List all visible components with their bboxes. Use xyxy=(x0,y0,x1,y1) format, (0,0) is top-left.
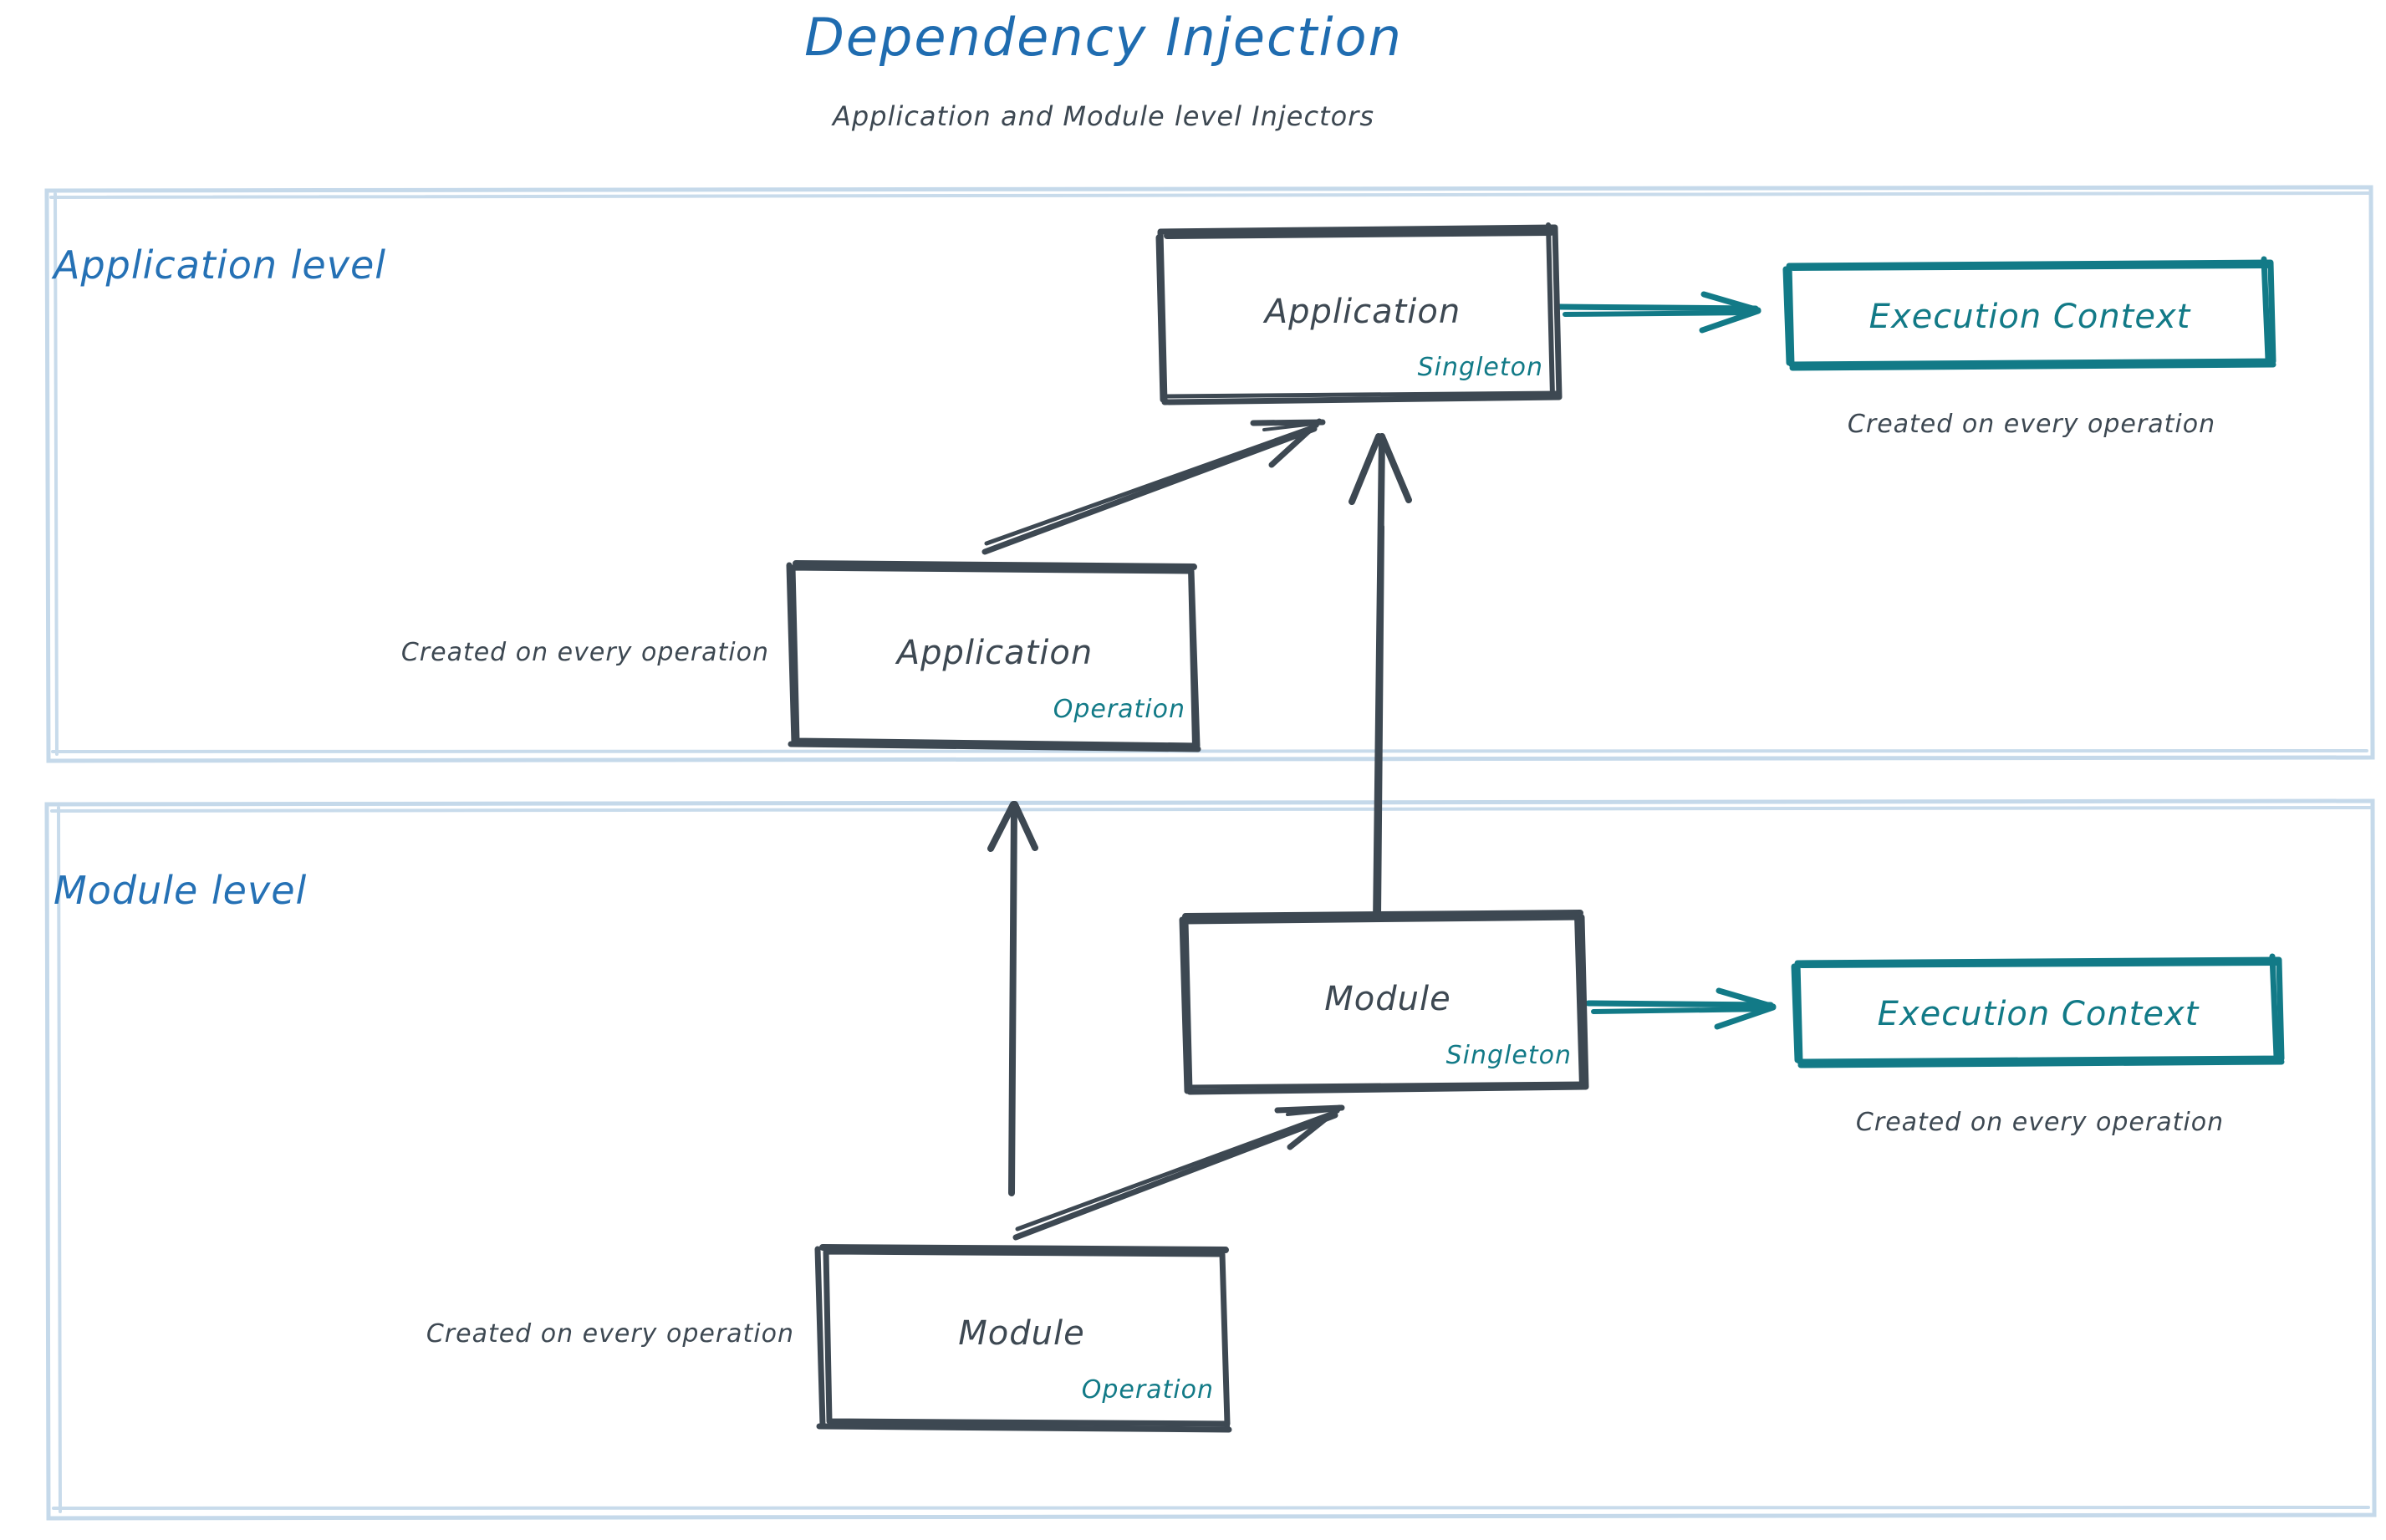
node-scope-application-operation: Operation xyxy=(1053,695,1185,724)
container-application-level xyxy=(44,185,2375,763)
edge-application-operation-to-application-singleton xyxy=(981,418,1326,555)
node-title-application-operation: Application xyxy=(896,634,1094,672)
edge-module-operation-to-application-operation xyxy=(987,801,1038,1196)
node-title-execution-context-application: Execution Context xyxy=(1869,298,2191,336)
node-box-application-singleton[interactable] xyxy=(1155,222,1563,405)
node-title-module-operation: Module xyxy=(958,1314,1085,1353)
node-title-module-singleton: Module xyxy=(1324,980,1451,1018)
node-box-module-operation[interactable] xyxy=(814,1244,1232,1433)
node-box-module-singleton[interactable] xyxy=(1179,910,1589,1095)
note-module-operation: Created on every operation xyxy=(426,1319,794,1349)
page-title: Dependency Injection xyxy=(804,7,1403,68)
container-module-level xyxy=(44,798,2377,1521)
edge-module-operation-to-module-singleton xyxy=(1012,1104,1345,1241)
node-scope-module-singleton: Singleton xyxy=(1445,1041,1572,1070)
section-label-application-level: Application level xyxy=(54,242,387,288)
edge-module-singleton-to-execution-context xyxy=(1585,987,1777,1030)
note-application-operation: Created on every operation xyxy=(400,638,769,667)
page-subtitle: Application and Module level Injectors xyxy=(833,100,1374,132)
node-box-execution-context-module[interactable] xyxy=(1791,953,2285,1068)
note-exec-context-application: Created on every operation xyxy=(1847,410,2216,439)
node-title-execution-context-module: Execution Context xyxy=(1877,995,2200,1033)
node-box-application-operation[interactable] xyxy=(786,560,1201,752)
node-box-execution-context-application[interactable] xyxy=(1782,256,2276,371)
node-title-application-singleton: Application xyxy=(1264,293,1461,331)
node-scope-application-singleton: Singleton xyxy=(1417,353,1543,382)
node-scope-module-operation: Operation xyxy=(1081,1375,1214,1405)
section-label-module-level: Module level xyxy=(54,868,308,913)
edge-module-singleton-to-application-singleton xyxy=(1348,433,1412,927)
note-exec-context-module: Created on every operation xyxy=(1855,1108,2225,1137)
edge-application-singleton-to-execution-context xyxy=(1557,291,1761,334)
